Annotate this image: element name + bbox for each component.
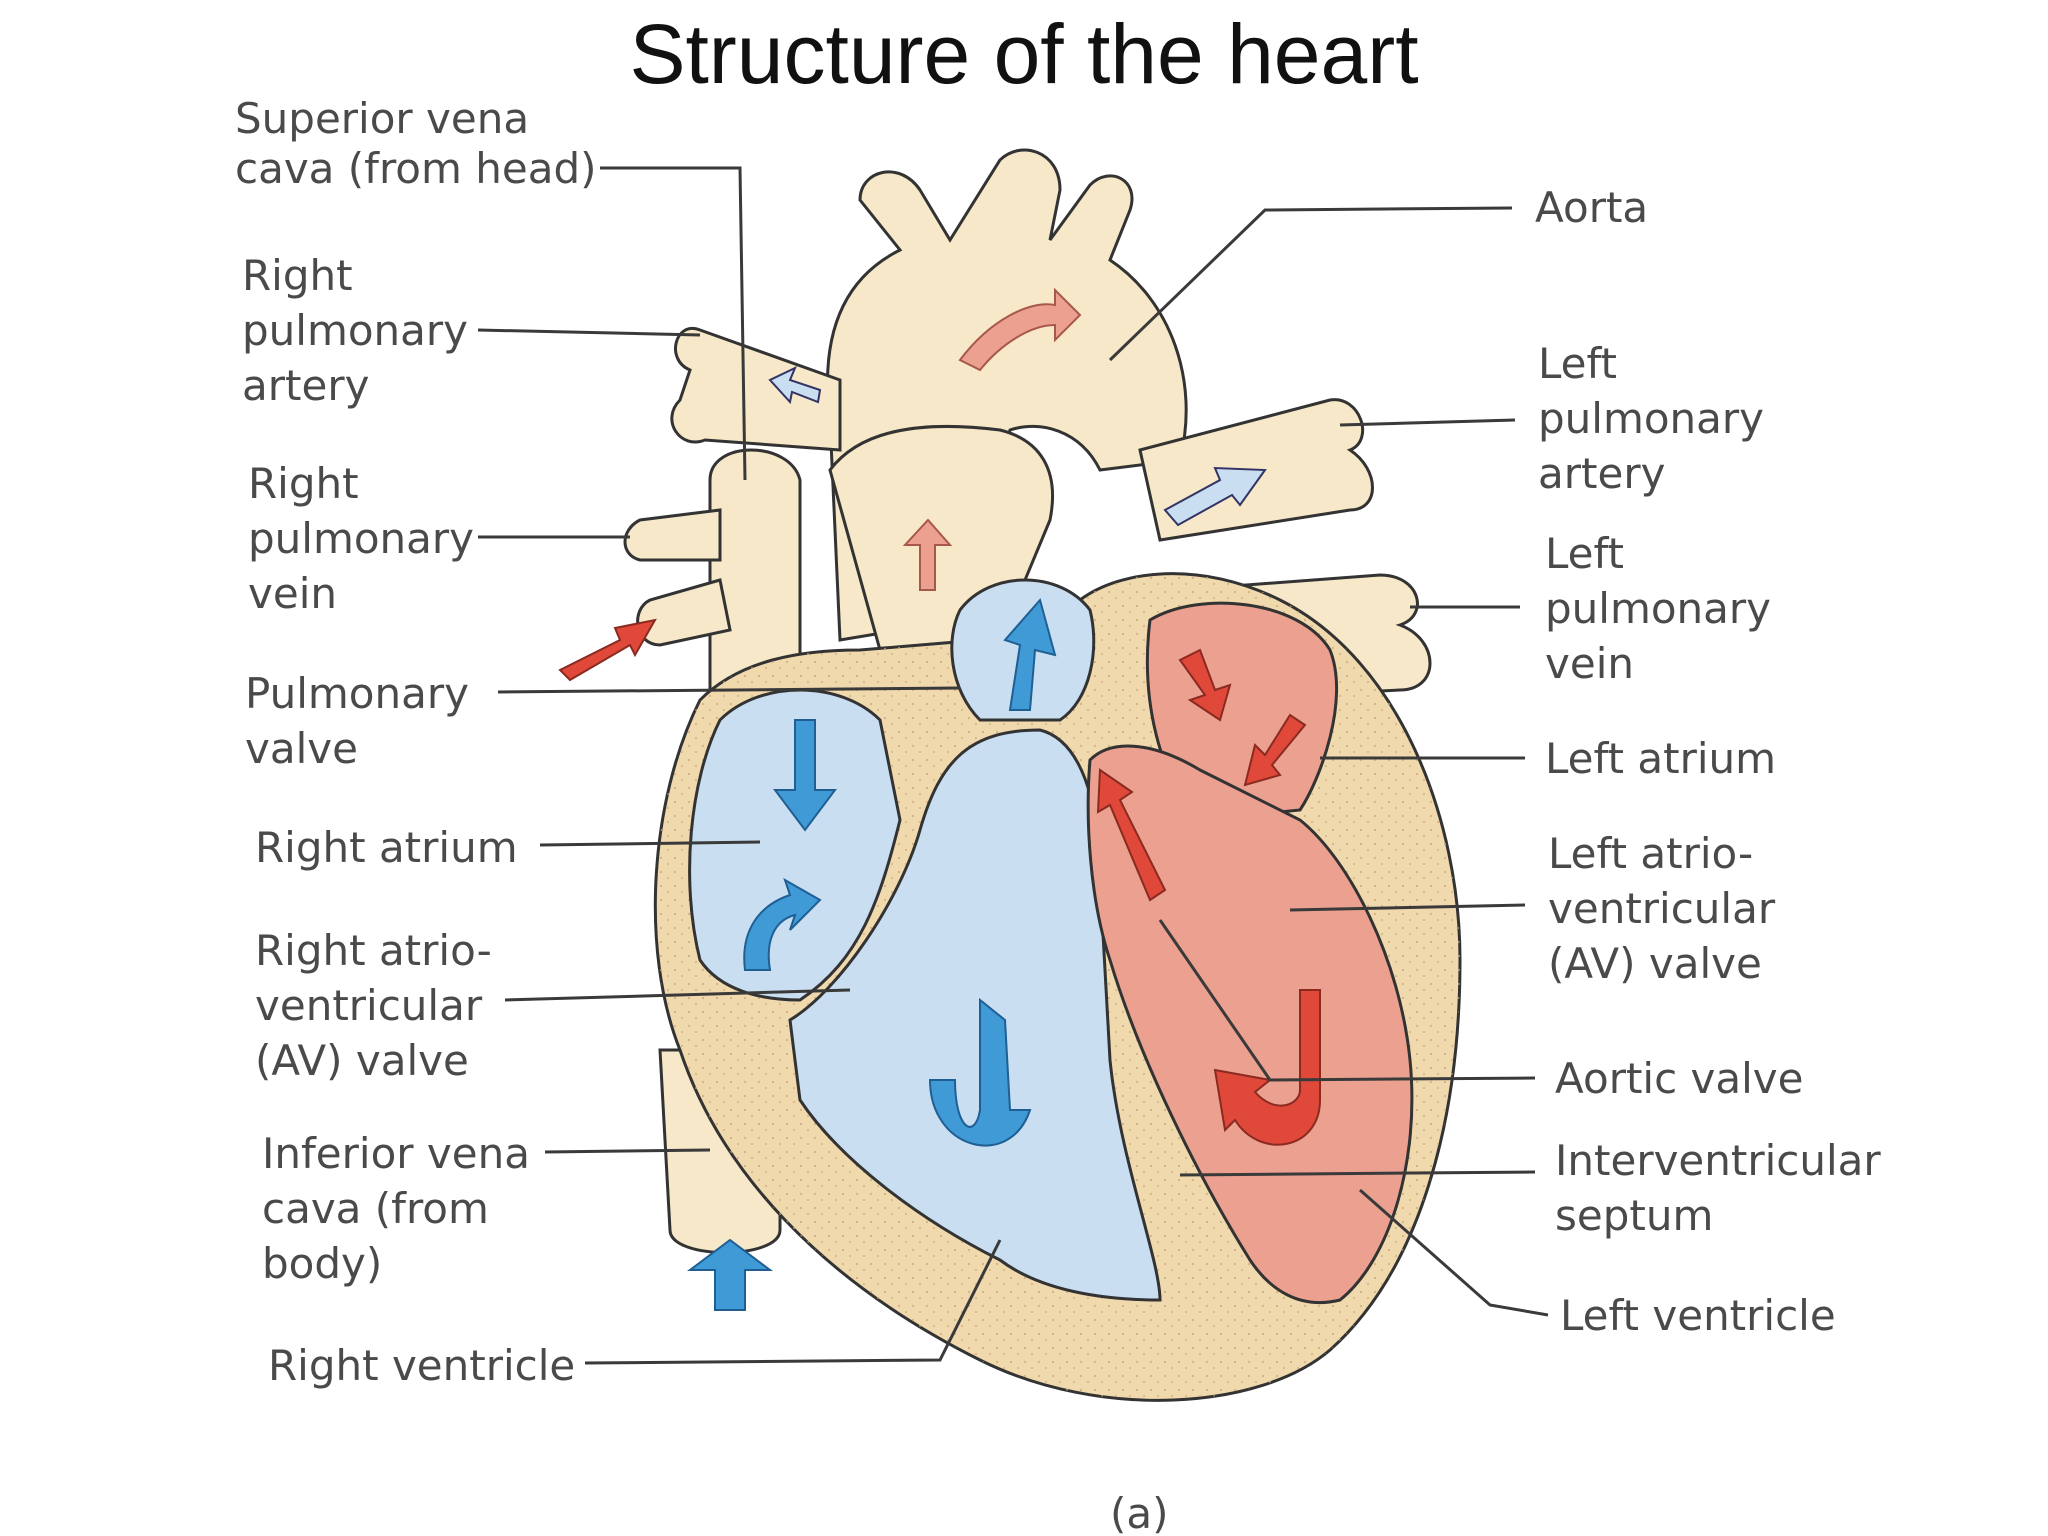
blue-arrow-curved-right-atrium [743,877,822,971]
label-superior-vena-cava: Superior vena cava (from head) [235,94,597,193]
leader-aorta [1108,206,1513,362]
light-blue-arrow-left-pulmonary-artery [1163,466,1267,527]
right-pulmonary-artery-shape [670,326,842,452]
label-right-ventricle: Right ventricle [268,1341,575,1390]
label-left-ventricle: Left ventricle [1560,1291,1836,1340]
label-inferior-vena-cava: Inferior vena cava (from body) [262,1129,543,1288]
labels-left: Superior vena cava (from head) Right pul… [235,94,597,1390]
blue-arrow-u-turn-ventricle [928,997,1032,1147]
red-arrow-aortic-outflow [1096,768,1167,902]
flow-arrows [558,287,1321,1311]
label-interventricular-septum: Interventricular septum [1555,1136,1894,1240]
leader-left-pulmonary-artery [1339,418,1516,427]
figure-label: (a) [1110,1489,1169,1536]
leader-aortic-valve [1158,919,1536,1082]
leader-inferior-vena-cava [544,1148,711,1154]
leader-left-ventricle [1359,1188,1549,1317]
blue-arrow-up-pulmonary [1003,597,1057,711]
red-arrow-left-atrium-1 [1178,648,1232,722]
leader-superior-vena-cava [600,166,747,481]
red-arrow-right-pulmonary-vein [558,618,657,682]
label-right-pulmonary-artery: Right pulmonary artery [242,251,481,410]
right-ventricle-chamber [788,728,1162,1302]
blue-arrow-down-right-atrium [773,719,837,832]
red-arrow-left-atrium-2 [1243,713,1307,787]
light-blue-arrow-right-pulmonary-artery [768,365,822,405]
left-ventricle-chamber [1086,744,1414,1305]
label-aorta: Aorta [1535,183,1648,232]
label-aortic-valve: Aortic valve [1555,1054,1804,1103]
label-right-atrium: Right atrium [255,823,518,872]
superior-vena-cava-shape [708,448,802,702]
label-pulmonary-valve: Pulmonary valve [245,669,482,773]
label-left-atrium: Left atrium [1545,734,1776,783]
leader-left-av-valve [1289,903,1526,912]
leader-right-ventricle [584,1239,1002,1365]
leader-right-av-valve [504,988,851,1002]
labels-right: Aorta Left pulmonary artery Left pulmona… [1535,183,1894,1340]
leader-interventricular-septum [1179,1170,1536,1177]
label-right-pulmonary-vein: Right pulmonary vein [248,459,487,618]
right-atrium-chamber [688,688,902,1002]
label-left-pulmonary-artery: Left pulmonary artery [1538,339,1777,498]
pink-arrow-ascending [902,518,953,591]
blue-arrow-inferior-vena-cava [687,1238,773,1311]
leader-lines [477,166,1549,1365]
chambers [688,578,1414,1305]
page-title: Structure of the heart [629,7,1419,101]
label-right-av-valve: Right atrio- ventricular (AV) valve [255,926,505,1085]
leader-right-pulmonary-artery [477,328,701,337]
leader-right-atrium [539,840,761,847]
red-arrow-left-ventricle-u [1213,989,1321,1146]
leader-pulmonary-valve [497,686,961,694]
label-left-pulmonary-vein: Left pulmonary vein [1545,529,1784,688]
pink-arrow-aorta [958,287,1082,372]
label-left-av-valve: Left atrio- ventricular (AV) valve [1548,829,1788,988]
